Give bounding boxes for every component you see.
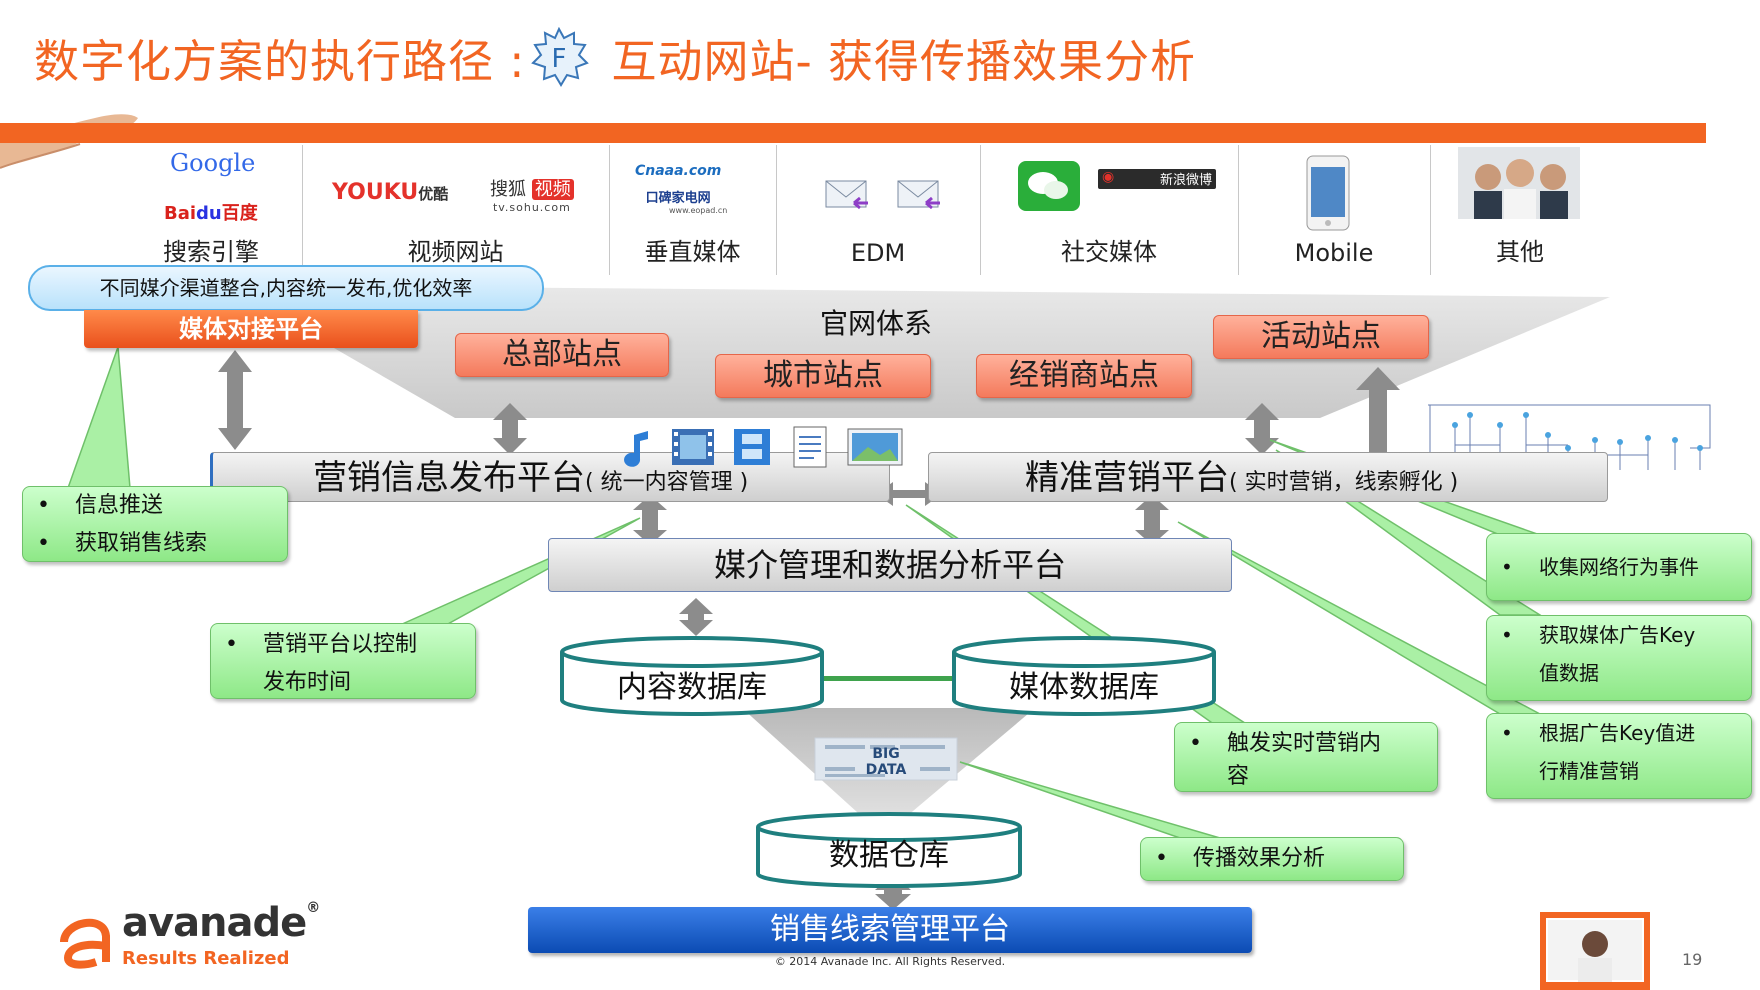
site-city[interactable]: 城市站点 bbox=[715, 354, 931, 398]
film-icon bbox=[672, 429, 714, 465]
slide-title: 数字化方案的执行路径 : F 互动网站- 获得传播效果分析 bbox=[34, 22, 1196, 92]
svg-text:F: F bbox=[552, 44, 567, 74]
channel-vertical[interactable]: Cnaaa.com 口碑家电网 www.eopad.cn 垂直媒体 bbox=[609, 145, 777, 275]
avanade-a-icon bbox=[60, 918, 110, 969]
channel-label: 其他 bbox=[1496, 238, 1544, 266]
site-hq[interactable]: 总部站点 bbox=[455, 333, 669, 377]
title-right: 互动网站- 获得传播效果分析 bbox=[611, 34, 1197, 88]
weibo-logo: ◉ 新浪微博 bbox=[1098, 169, 1216, 189]
channel-mobile[interactable]: Mobile bbox=[1238, 145, 1431, 275]
email-icon bbox=[825, 180, 940, 210]
callout-media-key: •获取媒体广告Key 值数据 bbox=[1486, 615, 1752, 701]
leads-management-platform[interactable]: 销售线索管理平台 bbox=[528, 907, 1252, 953]
wechat-icon bbox=[1018, 161, 1080, 211]
callout-trigger-marketing: •触发实时营销内 容 bbox=[1174, 722, 1438, 792]
channel-label: EDM bbox=[850, 239, 906, 267]
avanade-wordmark: avanade® bbox=[122, 900, 320, 946]
integration-pill: 不同媒介渠道整合,内容统一发布,优化效率 bbox=[28, 265, 544, 311]
official-system-label: 官网体系 bbox=[820, 307, 933, 340]
media-database[interactable]: 媒体数据库 bbox=[1009, 670, 1159, 705]
vertical-media-logos: Cnaaa.com 口碑家电网 www.eopad.cn bbox=[634, 163, 728, 215]
site-event[interactable]: 活动站点 bbox=[1213, 315, 1429, 359]
filmstrip-icon bbox=[734, 429, 770, 465]
channel-search[interactable]: Google Baidu百度 搜索引擎 bbox=[120, 145, 303, 275]
document-icon bbox=[793, 426, 827, 468]
content-type-icons bbox=[612, 425, 904, 473]
site-dealer[interactable]: 经销商站点 bbox=[976, 354, 1192, 398]
avanade-logo: avanade® Results Realized bbox=[54, 900, 320, 972]
media-management-platform[interactable]: 媒介管理和数据分析平台 bbox=[548, 538, 1232, 592]
music-note-icon bbox=[624, 429, 648, 467]
channel-edm[interactable]: EDM bbox=[776, 145, 981, 275]
channel-label: 搜索引擎 bbox=[163, 238, 259, 266]
baidu-logo: Baidu百度 bbox=[164, 203, 258, 224]
channel-label: 垂直媒体 bbox=[644, 238, 741, 266]
precision-platform[interactable]: 精准营销平台( 实时营销，线索孵化 ) bbox=[928, 452, 1608, 502]
channel-other[interactable]: 其他 bbox=[1430, 145, 1610, 275]
presenter-photo bbox=[1540, 912, 1650, 990]
db-link bbox=[822, 676, 954, 681]
callout-spread-analysis: •传播效果分析 bbox=[1140, 837, 1404, 881]
content-database[interactable]: 内容数据库 bbox=[617, 670, 767, 705]
channel-social[interactable]: ◉ 新浪微博 社交媒体 bbox=[980, 145, 1239, 275]
f-badge: F bbox=[529, 26, 590, 87]
page-number: 19 bbox=[1682, 950, 1703, 969]
youku-logo: YOUKU优酷 bbox=[332, 180, 449, 205]
starburst-icon: F bbox=[531, 26, 590, 87]
data-warehouse[interactable]: 数据仓库 bbox=[829, 838, 949, 873]
big-data-cloud-lines bbox=[825, 745, 950, 777]
title-left: 数字化方案的执行路径 : bbox=[34, 34, 526, 88]
sohu-logo: 搜狐 视频 tv.sohu.com bbox=[490, 175, 574, 214]
call-center-photo bbox=[1458, 147, 1580, 219]
smartphone-icon bbox=[1306, 155, 1350, 231]
orange-header-bar bbox=[0, 123, 1706, 143]
callout-push-leads: •信息推送 •获取销售线索 bbox=[22, 486, 288, 562]
channel-video[interactable]: YOUKU优酷 搜狐 视频 tv.sohu.com 视频网站 bbox=[302, 145, 610, 275]
media-platform-bar[interactable]: 媒体对接平台 bbox=[84, 310, 418, 348]
weibo-eye-icon: ◉ bbox=[1102, 169, 1115, 185]
callout-control-timing: •营销平台以控制 发布时间 bbox=[210, 623, 476, 699]
picture-icon bbox=[847, 428, 903, 466]
callout-collect-events: •收集网络行为事件 bbox=[1486, 533, 1752, 601]
copyright-notice: © 2014 Avanade Inc. All Rights Reserved. bbox=[774, 955, 1006, 968]
callout-ad-key: •根据广告Key值进 行精准营销 bbox=[1486, 713, 1752, 799]
google-logo: Google bbox=[170, 149, 256, 177]
grey-arrows bbox=[218, 350, 1400, 910]
publishing-platform[interactable]: 营销信息发布平台( 统一内容管理 ) bbox=[210, 452, 890, 502]
channel-label: Mobile bbox=[1294, 239, 1374, 267]
channel-label: 视频网站 bbox=[407, 238, 504, 266]
database-shapes bbox=[560, 636, 1216, 888]
network-graph-nodes bbox=[1452, 412, 1703, 451]
channel-label: 社交媒体 bbox=[1061, 238, 1157, 266]
avanade-tagline: Results Realized bbox=[122, 948, 290, 969]
